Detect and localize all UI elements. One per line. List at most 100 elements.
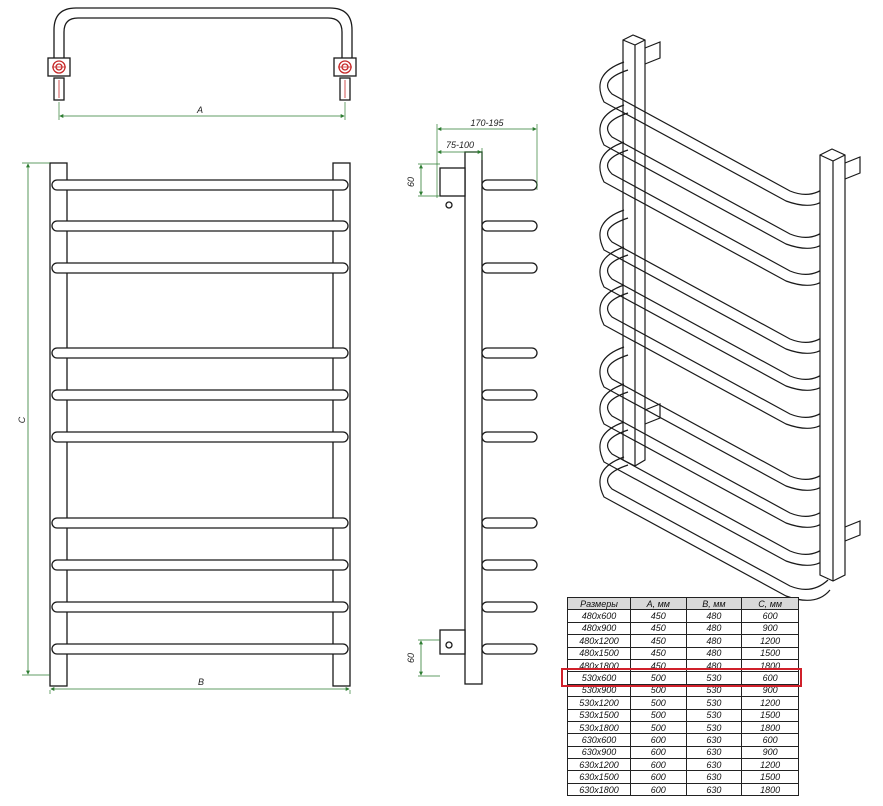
table-cell: 530 (685, 683, 743, 698)
table-cell: 1800 (741, 782, 799, 797)
table-cell: 630 (685, 782, 743, 797)
side-bar (481, 559, 538, 571)
depth-wall-label: 75-100 (446, 140, 474, 150)
table-cell: 530x1800 (567, 720, 631, 735)
table-cell: 530x600 (567, 671, 631, 685)
table-cell: 630x1200 (567, 758, 631, 772)
side-bar (481, 220, 538, 232)
table-cell: 500 (630, 708, 687, 722)
table-cell: 1200 (741, 696, 799, 710)
dimension-c-label: C (17, 416, 27, 423)
dimension-c: C (17, 162, 50, 676)
table-cell: 480 (685, 621, 743, 636)
table-header-row: Размеры A, мм B, мм C, мм (567, 596, 799, 611)
table-cell: 450 (630, 634, 687, 648)
side-bar (481, 347, 538, 359)
table-cell: 1800 (741, 720, 799, 735)
side-view (439, 151, 538, 685)
table-cell: 1500 (741, 770, 799, 784)
table-cell: 900 (741, 621, 799, 636)
front-bar (51, 601, 349, 613)
table-cell: 630 (685, 758, 743, 772)
table-cell: 530x1500 (567, 708, 631, 722)
table-cell: 530 (685, 720, 743, 735)
table-cell: 900 (741, 683, 799, 698)
table-cell: 600 (741, 671, 799, 685)
table-cell: 600 (741, 733, 799, 747)
top-view (47, 7, 357, 101)
table-cell: 450 (630, 646, 687, 660)
header-cell: Размеры (567, 596, 631, 611)
dimension-a: A (58, 102, 346, 120)
table-cell: 600 (741, 609, 799, 623)
bottom-offset-label: 60 (406, 653, 416, 663)
table-cell: 530 (685, 708, 743, 722)
table-cell: 630 (685, 770, 743, 784)
selected-size-highlight (561, 668, 802, 687)
table-cell: 500 (630, 671, 687, 685)
side-bar (481, 431, 538, 443)
front-bar (51, 262, 349, 274)
front-bar (51, 559, 349, 571)
table-cell: 480x1200 (567, 634, 631, 648)
front-bar (51, 517, 349, 529)
table-cell: 500 (630, 720, 687, 735)
side-bars (481, 179, 538, 655)
dimension-b: B (49, 677, 351, 694)
table-cell: 500 (630, 683, 687, 698)
iso-bar (599, 456, 831, 601)
side-bar (481, 517, 538, 529)
table-cell: 450 (630, 621, 687, 636)
header-cell: A, мм (630, 596, 687, 611)
table-cell: 500 (630, 696, 687, 710)
header-cell: C, мм (741, 596, 799, 611)
table-cell: 630x1800 (567, 782, 631, 797)
table-cell: 600 (630, 758, 687, 772)
table-cell: 480 (685, 646, 743, 660)
table-cell: 530x1200 (567, 696, 631, 710)
side-bar (481, 389, 538, 401)
front-bar (51, 643, 349, 655)
table-cell: 600 (630, 770, 687, 784)
side-bar (481, 262, 538, 274)
isometric-view (599, 34, 861, 601)
dimension-a-label: A (196, 105, 203, 115)
side-bar (481, 601, 538, 613)
table-cell: 600 (630, 782, 687, 797)
table-cell: 530 (685, 696, 743, 710)
table-cell: 600 (630, 733, 687, 747)
table-cell: 480 (685, 609, 743, 623)
table-cell: 630x900 (567, 745, 631, 760)
table-cell: 630x1500 (567, 770, 631, 784)
table-cell: 480x900 (567, 621, 631, 636)
depth-total-label: 170-195 (470, 118, 504, 128)
front-bar (51, 389, 349, 401)
table-cell: 530x900 (567, 683, 631, 698)
table-cell: 1500 (741, 708, 799, 722)
front-bar (51, 431, 349, 443)
side-bar (481, 643, 538, 655)
dimension-b-label: B (198, 677, 204, 687)
front-bar (51, 347, 349, 359)
table-cell: 630 (685, 733, 743, 747)
table-cell: 900 (741, 745, 799, 760)
table-cell: 480 (685, 634, 743, 648)
top-offset-label: 60 (406, 177, 416, 187)
table-cell: 480x600 (567, 609, 631, 623)
table-cell: 450 (630, 609, 687, 623)
front-bar (51, 220, 349, 232)
front-view (49, 162, 351, 687)
